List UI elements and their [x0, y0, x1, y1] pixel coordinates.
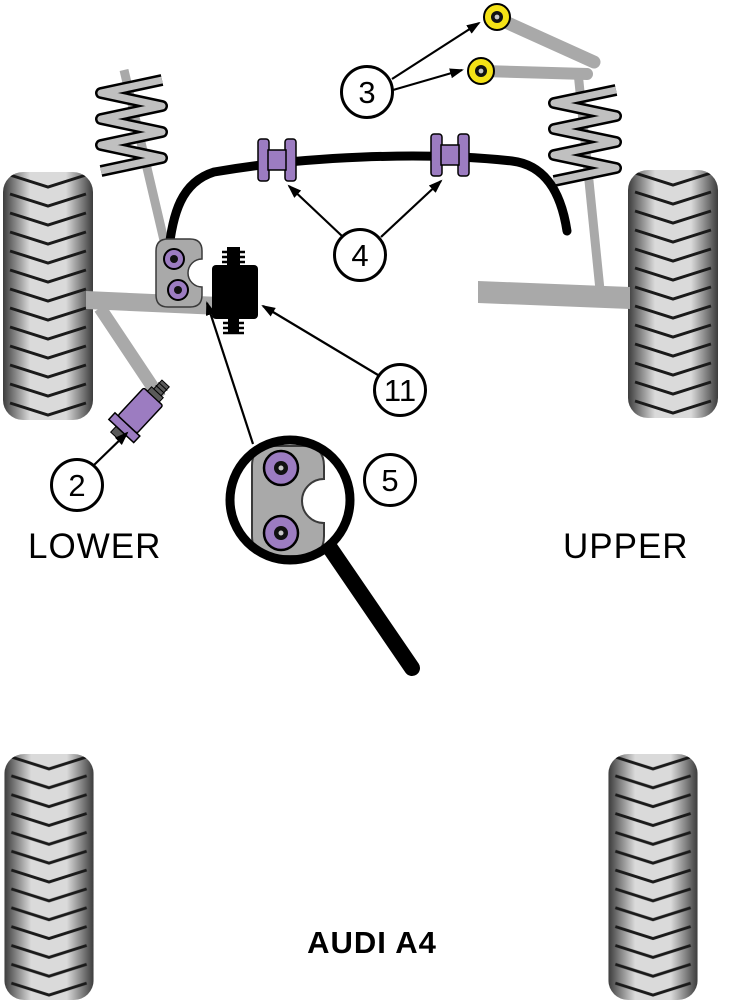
anti-roll-bar-bush-right — [430, 133, 470, 177]
lower-label: LOWER — [28, 527, 162, 566]
callout-4-badge[interactable]: 4 — [333, 228, 387, 282]
callout-11-badge[interactable]: 11 — [373, 363, 427, 417]
callout-3-badge[interactable]: 3 — [340, 65, 394, 119]
left-coil-spring — [95, 74, 168, 177]
arrow-11-to-mount — [261, 304, 379, 376]
magnifier-handle — [322, 540, 420, 676]
anti-roll-bar — [163, 151, 572, 263]
left-diagonal-link — [94, 304, 166, 402]
magnified-bracket — [251, 445, 325, 557]
model-title: AUDI A4 — [307, 925, 437, 960]
magnifier-icon — [225, 435, 420, 676]
tire-top-right — [628, 170, 718, 418]
lower-arm-bush-assembly — [107, 379, 170, 444]
tire-bottom-left — [4, 754, 93, 1000]
engine-mount — [212, 247, 258, 335]
anti-roll-bar-bush-left — [257, 138, 297, 182]
upper-label: UPPER — [563, 527, 689, 566]
drop-link-bush-bottom — [467, 57, 495, 85]
lower-drop-link — [477, 65, 593, 80]
upper-drop-link — [492, 12, 601, 69]
callout-2-badge[interactable]: 2 — [50, 458, 104, 512]
tire-bottom-right — [608, 754, 697, 1000]
arrow-2-to-bush — [93, 431, 129, 466]
callout-5-badge[interactable]: 5 — [363, 453, 417, 507]
right-coil-spring — [548, 84, 622, 187]
right-lower-arm — [478, 281, 630, 309]
arrow-magnifier-to-bracket — [205, 301, 255, 445]
arrow-3-to-top-bush — [391, 21, 481, 80]
magnifier-ring — [225, 435, 355, 565]
tire-top-left — [3, 172, 93, 420]
arrow-4-to-left-bush — [287, 184, 343, 237]
arrow-4-to-right-bush — [380, 179, 443, 238]
drop-link-bush-top — [483, 3, 511, 31]
arrow-3-to-bottom-bush — [392, 68, 464, 92]
arm-bracket — [155, 238, 203, 308]
callout-arrows — [93, 21, 481, 466]
